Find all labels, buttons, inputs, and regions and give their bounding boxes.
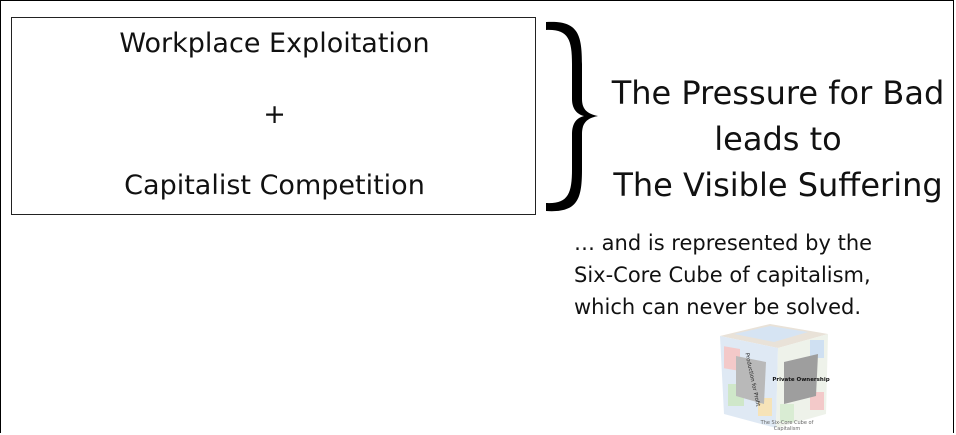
note-line-3: which can never be solved. (574, 295, 862, 319)
cube-face-right-label: Private Ownership (772, 377, 829, 383)
capitalist-competition-text: Capitalist Competition (124, 170, 425, 201)
pressure-claim: The Pressure for Bad leads to The Visibl… (598, 70, 956, 208)
claim-line-2: leads to (714, 120, 842, 158)
cube-note: … and is represented by the Six-Core Cub… (574, 227, 954, 323)
equation-box: Workplace Exploitation + Capitalist Comp… (11, 17, 536, 215)
claim-line-1: The Pressure for Bad (611, 74, 945, 112)
claim-line-3: The Visible Suffering (613, 166, 943, 204)
six-core-cube-image: Production for Profit Private Ownership (720, 324, 830, 428)
note-line-2: Six-Core Cube of capitalism, (574, 263, 871, 287)
cube-caption: The Six-Core Cube of Capitalism (760, 420, 814, 432)
note-line-1: … and is represented by the (574, 231, 873, 255)
workplace-exploitation-text: Workplace Exploitation (119, 28, 430, 59)
plus-sign: + (263, 99, 286, 130)
curly-brace-icon (546, 21, 598, 212)
